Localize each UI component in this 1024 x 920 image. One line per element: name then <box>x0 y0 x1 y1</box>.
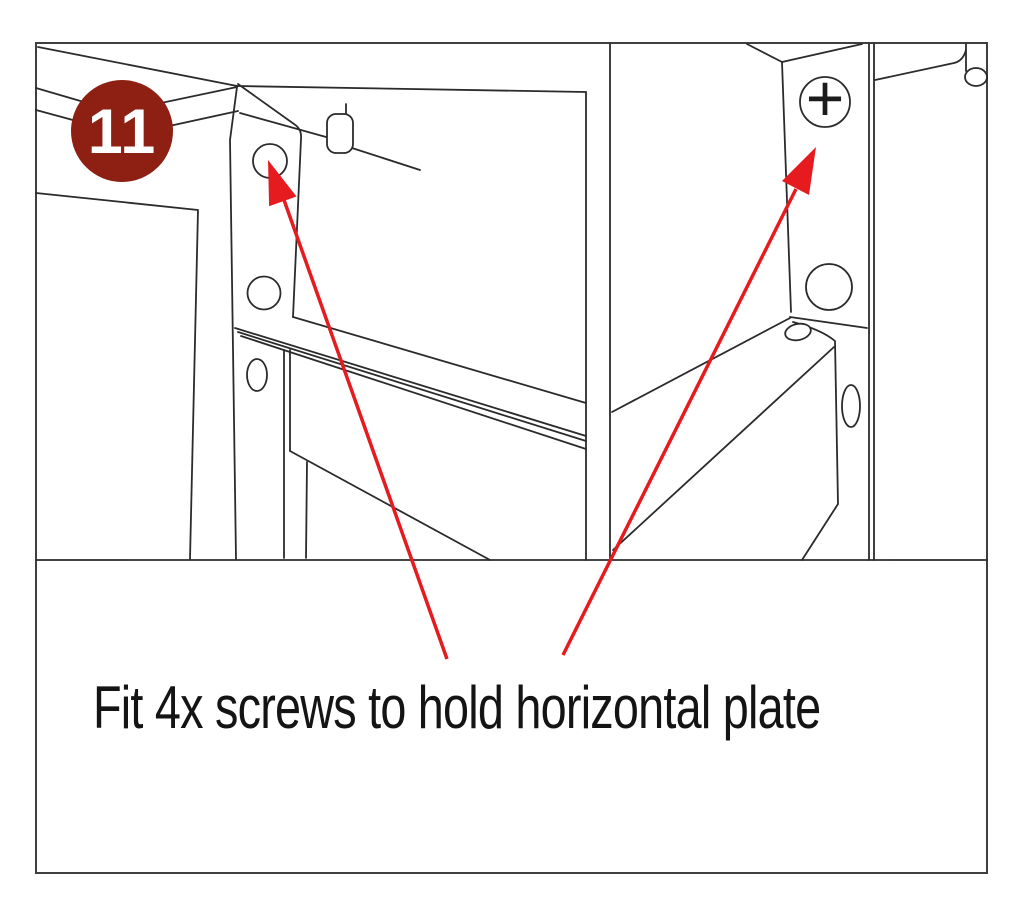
rail-cylinder-end <box>964 67 988 87</box>
right-batten-edge <box>781 61 792 313</box>
plate-top-edge-left <box>292 316 587 404</box>
arrowhead-icon <box>268 160 297 207</box>
screw-hole <box>805 263 853 311</box>
cabinet-line-art <box>35 43 988 561</box>
screw-arrow-left <box>282 199 449 660</box>
screw-cross-glyph: + <box>806 61 845 135</box>
left-door-panel <box>35 192 199 560</box>
diagram-frame <box>35 42 988 874</box>
screw-arrow-right <box>561 188 798 656</box>
step-badge: 11 <box>71 80 173 182</box>
screw-head-outline <box>799 76 851 128</box>
wall-rail-line <box>239 112 327 138</box>
plate-bottom-edge-left <box>240 335 587 450</box>
wall-rail-line <box>351 147 421 171</box>
plate-top-edge-right <box>611 317 791 413</box>
lower-brace-edge <box>289 450 491 561</box>
plate-bottom-edge-right <box>612 346 835 551</box>
arrowhead-icon <box>782 147 816 195</box>
screw-hole <box>246 358 268 392</box>
screw-holes <box>246 143 861 428</box>
step-badge-circle <box>71 80 173 182</box>
plate-corner-edge <box>789 316 868 329</box>
instruction-caption: Fit 4x screws to hold horizontal plate <box>93 674 821 741</box>
back-wall-top-line <box>236 85 587 93</box>
plate-front-edge-left <box>237 331 587 442</box>
ceiling-edge-line <box>37 46 238 87</box>
left-batten-edge <box>229 86 238 560</box>
annotation-arrows <box>268 147 816 660</box>
step-number: 11 <box>88 97 157 167</box>
screw-hole <box>246 275 282 311</box>
lower-leg-edge <box>305 461 308 559</box>
phillips-screw-icon: + <box>799 61 851 135</box>
plate-front-edge-left <box>234 327 587 437</box>
screw-hole <box>841 384 861 428</box>
left-batten-edge <box>237 83 303 318</box>
peg-slot <box>326 113 354 154</box>
screw-hole <box>784 322 812 342</box>
